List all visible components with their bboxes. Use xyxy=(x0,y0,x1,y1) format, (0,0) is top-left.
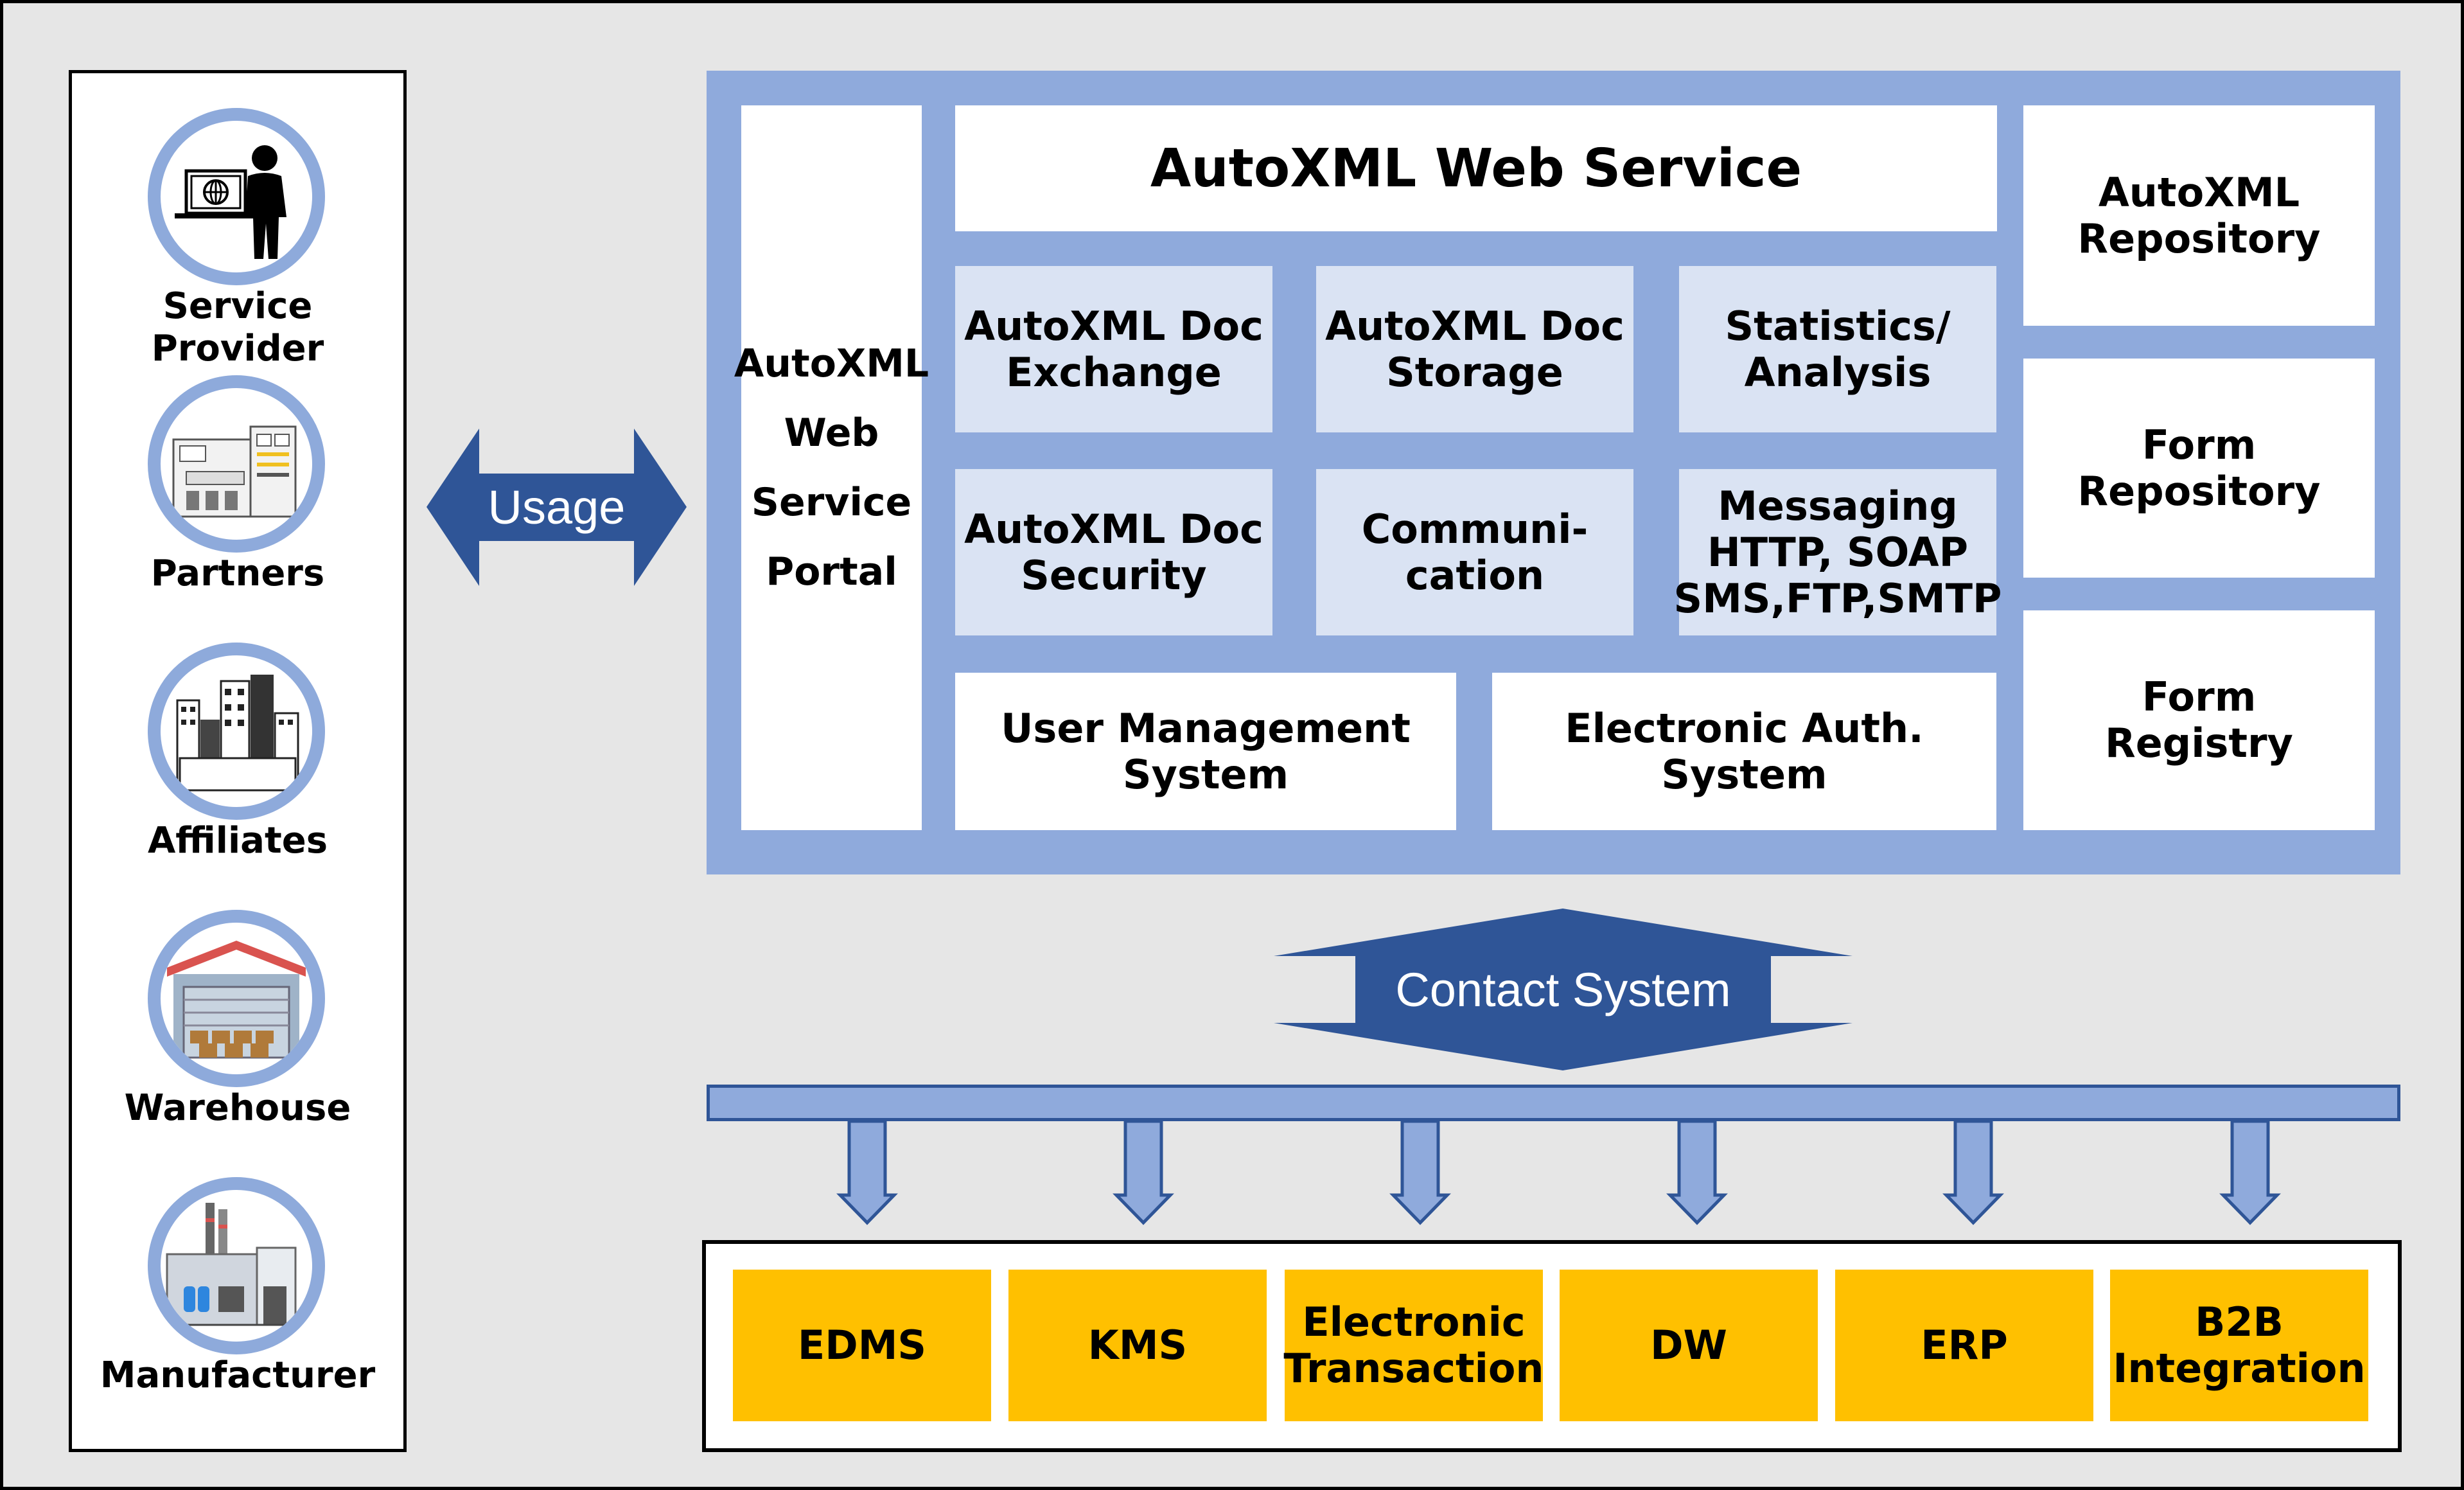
system-kms: KMS xyxy=(1008,1270,1267,1421)
user-management-system: User Management System xyxy=(955,673,1456,830)
down-arrow xyxy=(2219,1119,2281,1225)
actor-label: Affiliates xyxy=(147,820,328,862)
usage-arrow: Usage xyxy=(427,429,687,586)
web-service-title: AutoXML Web Service xyxy=(955,105,1997,231)
down-arrow xyxy=(836,1119,898,1225)
web-service-portal: AutoXML Web Service Portal xyxy=(734,105,929,830)
system-erp: ERP xyxy=(1835,1270,2093,1421)
distribution-bar xyxy=(707,1085,2400,1121)
actors-panel: Service Provider Partners xyxy=(69,70,407,1452)
down-arrow xyxy=(1389,1119,1451,1225)
actor-label: Service Provider xyxy=(151,285,324,369)
system-edms: EDMS xyxy=(733,1270,991,1421)
electronic-auth-system: Electronic Auth. System xyxy=(1492,673,1996,830)
down-arrow xyxy=(1113,1119,1174,1225)
form-repository: Form Repository xyxy=(2023,359,2375,578)
actor-label: Warehouse xyxy=(124,1087,351,1129)
system-electronic-transaction: Electronic Transaction xyxy=(1283,1270,1544,1421)
system-dw: DW xyxy=(1560,1270,1818,1421)
contact-system-arrow: Contact System xyxy=(1274,909,1852,1070)
down-arrow xyxy=(1666,1119,1728,1225)
actor-label: Partners xyxy=(150,553,325,594)
contact-system-label: Contact System xyxy=(1395,962,1731,1016)
system-b2b-integration: B2B Integration xyxy=(2110,1270,2368,1421)
module-doc-exchange: AutoXML Doc Exchange xyxy=(955,266,1272,432)
module-doc-storage: AutoXML Doc Storage xyxy=(1316,266,1633,432)
module-messaging: Messaging HTTP, SOAP SMS,FTP,SMTP xyxy=(1674,469,2002,635)
module-statistics-analysis: Statistics/ Analysis xyxy=(1679,266,1996,432)
autoxml-repository: AutoXML Repository xyxy=(2023,105,2375,326)
module-communication: Communi- cation xyxy=(1316,469,1633,635)
form-registry: Form Registry xyxy=(2023,610,2375,830)
module-doc-security: AutoXML Doc Security xyxy=(955,469,1272,635)
down-arrow xyxy=(1942,1119,2004,1225)
usage-label: Usage xyxy=(488,481,626,534)
actor-label: Manufacturer xyxy=(100,1354,376,1396)
